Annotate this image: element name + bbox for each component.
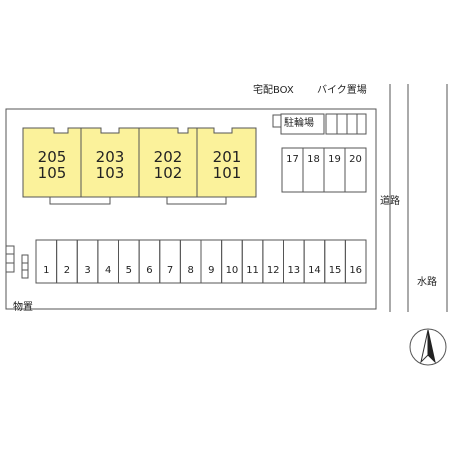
unit-203-103 (80, 127, 140, 198)
waterway-label: 水路 (417, 277, 437, 288)
road-label: 道路 (380, 196, 400, 207)
parking-space (241, 239, 264, 284)
building (22, 127, 257, 198)
parking-space-number: 16 (349, 265, 363, 276)
bicycle-parking-shape (280, 113, 325, 135)
parking-space (283, 239, 305, 284)
parking-space-number: 12 (266, 265, 280, 276)
north-arrow-icon (409, 328, 447, 366)
parking-space-number: 6 (146, 265, 153, 276)
parking-grid-side (281, 147, 367, 193)
parking-space-number: 15 (328, 265, 342, 276)
unit-205-105 (22, 127, 82, 198)
parking-space-number: 14 (308, 265, 321, 276)
parking-space (118, 239, 140, 284)
property-boundary (5, 108, 377, 310)
parking-space-number: 2 (63, 265, 71, 276)
parking-space (159, 239, 181, 284)
unit-number-upper: 203 (95, 148, 125, 166)
unit-number-upper: 202 (153, 148, 183, 166)
bike-parking-shape (325, 113, 367, 135)
parking-space (324, 239, 346, 284)
parking-space (344, 239, 367, 284)
parking-space (76, 239, 99, 284)
parking-space-number: 20 (349, 154, 362, 165)
parking-space (138, 239, 161, 284)
parking-grid-main (35, 239, 367, 284)
parking-space-number: 9 (208, 265, 215, 276)
parking-space (344, 147, 367, 193)
unit-number-upper: 201 (212, 148, 242, 166)
parking-space-number: 18 (307, 154, 320, 165)
parking-space-number: 3 (84, 265, 91, 276)
parking-space (179, 239, 202, 284)
delivery-box-shape (272, 114, 282, 128)
parking-space-number: 11 (246, 265, 259, 276)
unit-number-upper: 205 (37, 148, 67, 166)
parking-space-number: 1 (43, 265, 50, 276)
parking-space (262, 239, 284, 284)
entrance-steps (49, 197, 227, 205)
parking-space-number: 13 (287, 265, 301, 276)
parking-space-number: 7 (166, 265, 174, 276)
parking-space (97, 239, 119, 284)
storage-label: 物置 (13, 302, 33, 313)
unit-number-lower: 105 (37, 164, 67, 182)
parking-space (303, 239, 326, 284)
parking-space-number: 19 (328, 154, 341, 165)
unit-201-101 (196, 127, 257, 198)
unit-number-lower: 101 (212, 164, 242, 182)
parking-space (35, 239, 58, 284)
parking-space-number: 10 (225, 265, 239, 276)
parking-space-number: 5 (125, 265, 132, 276)
unit-number-lower: 102 (153, 164, 183, 182)
bike-parking-label: バイク置場 (317, 85, 367, 96)
parking-space-number: 8 (187, 265, 194, 276)
parking-space-number: 17 (286, 154, 299, 165)
parking-space (200, 239, 223, 284)
parking-space-number: 4 (105, 265, 112, 276)
bicycle-parking-label: 駐輪場 (284, 118, 314, 129)
parking-space (221, 239, 243, 284)
unit-number-lower: 103 (95, 164, 125, 182)
delivery-box-label: 宅配BOX (253, 85, 294, 96)
storage-shape (5, 245, 29, 279)
parking-space (56, 239, 78, 284)
unit-202-102 (138, 127, 198, 198)
